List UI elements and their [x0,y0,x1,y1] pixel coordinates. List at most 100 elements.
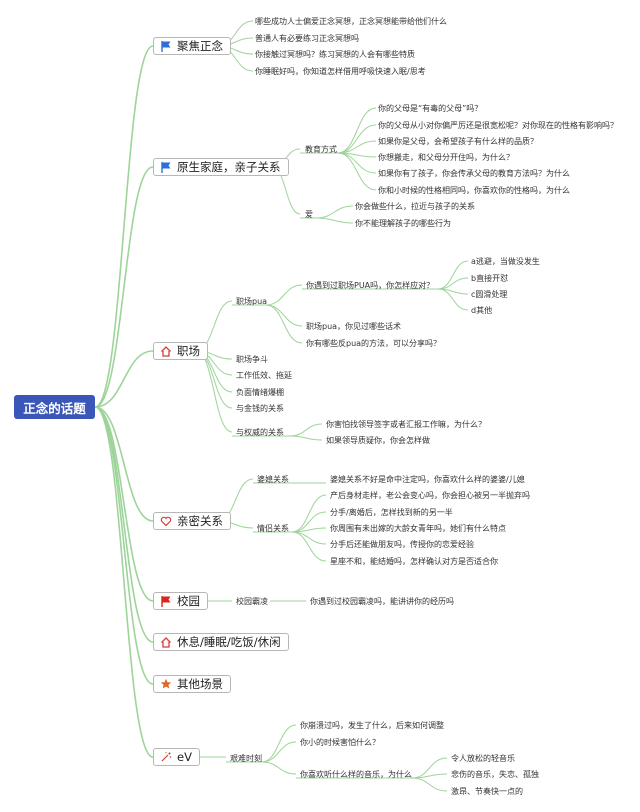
leaf-item[interactable]: 职场pua，你见过哪些话术 [306,322,402,331]
connector-line [94,406,154,602]
connector-line [94,406,154,643]
branch-label: 休息/睡眠/吃饭/休闲 [177,635,281,649]
leaf-item[interactable]: 你的父母是“有毒的父母”吗？ [378,104,483,113]
leaf-item[interactable]: 如果你是父母，会希望孩子有什么样的品质？ [378,137,538,146]
blue-flag-icon [159,39,173,53]
blue-flag-icon [159,160,173,174]
leaf-item[interactable]: 普通人有必要练习正念冥想吗 [255,34,359,43]
leaf-item[interactable]: 产后身材走样，老公会变心吗，你会担心被另一半抛弃吗 [330,491,530,500]
subtopic-couple[interactable]: 情侣关系 [257,524,289,533]
connector-line [94,350,154,408]
leaf-item[interactable]: 你害怕找领导签字或者汇报工作嘛，为什么？ [326,420,486,429]
option-item[interactable]: 悲伤的音乐，失恋、孤独 [451,770,539,779]
branch-label: 校园 [177,594,200,608]
leaf-item[interactable]: 分手/离婚后，怎样找到新的另一半 [330,508,453,517]
connector-line [437,260,469,290]
leaf-item[interactable]: 你想搬走，和父母分开住吗，为什么？ [378,153,514,162]
branch-ev[interactable]: eV [153,748,200,766]
branch-label: 职场 [177,344,200,358]
connector-line [289,435,323,441]
leaf-item[interactable]: 你遇到过校园霸凌吗，能讲讲你的经历吗 [310,597,454,606]
leaf-item[interactable]: 你睡眠好吗，你知道怎样借用呼吸快速入眠/思考 [255,67,426,76]
branch-label: 原生家庭，亲子关系 [177,160,281,174]
connector-line [411,777,448,792]
connector-line [437,277,469,290]
leaf-item[interactable]: 你接触过冥想吗？练习冥想的人会有哪些特质 [255,50,415,59]
subtopic-workplace-pua[interactable]: 职场pua [236,297,268,306]
sparkle-icon [159,750,173,764]
leaf-item[interactable]: 你不能理解孩子的哪些行为 [355,219,451,228]
connector-line [291,531,327,545]
option-item[interactable]: c圆滑处理 [471,290,508,299]
leaf-item[interactable]: 你小的时候害怕什么？ [300,738,380,747]
connector-line [265,304,303,344]
subtopic-in-laws[interactable]: 婆媳关系 [257,475,289,484]
leaf-item[interactable]: 星座不和，能结婚吗，怎样确认对方是否适合你 [330,557,498,566]
subtopic-hard-times[interactable]: 艰难时刻 [230,754,262,763]
branch-family-parenting[interactable]: 原生家庭，亲子关系 [153,158,289,176]
red-flag-icon [159,594,173,608]
connector-line [94,166,154,408]
leaf-item[interactable]: 你周围有未出嫁的大龄女青年吗，她们有什么特点 [330,524,506,533]
branch-other-scenes[interactable]: 其他场景 [153,675,231,693]
subtopic-bullying[interactable]: 校园霸凌 [236,597,268,606]
subtopic-item[interactable]: 负面情绪爆棚 [236,388,284,397]
branch-label: 其他场景 [177,677,223,691]
option-item[interactable]: d其他 [471,306,493,315]
branch-label: 聚焦正念 [177,39,223,53]
connector-line [437,288,469,311]
connector-line [94,45,154,408]
connector-line [261,761,297,775]
subtopic-item[interactable]: 职场争斗 [236,355,268,364]
leaf-item[interactable]: 你有哪些反pua的方法，可以分享吗？ [306,339,442,348]
leaf-item[interactable]: 你和小时候的性格相同吗，你喜欢你的性格吗，为什么 [378,186,570,195]
option-item[interactable]: 令人放松的轻音乐 [451,754,515,763]
branch-intimate-relations[interactable]: 亲密关系 [153,512,231,530]
leaf-item[interactable]: 如果领导质疑你，你会怎样做 [326,436,430,445]
connector-line [337,107,377,154]
subtopic-education[interactable]: 教育方式 [305,145,337,154]
connector-line [94,406,154,758]
connector-line [265,284,303,306]
subtopic-love[interactable]: 爱 [305,210,313,219]
connector-line [261,724,297,763]
connector-line [411,757,448,779]
option-item[interactable]: b直接开怼 [471,274,509,283]
leaf-item[interactable]: 你崩溃过吗，发生了什么，后来如何调整 [300,721,444,730]
leaf-item[interactable]: 婆媳关系不好是命中注定吗，你喜欢什么样的婆婆/儿媳 [330,475,525,484]
connector-line [291,527,327,533]
home-icon [159,635,173,649]
connector-line [315,217,354,224]
star-icon [159,677,173,691]
leaf-item[interactable]: 你的父母从小对你偏严厉还是很宽松呢？对你现在的性格有影响吗？ [378,121,618,130]
leaf-item[interactable]: 哪些成功人士偏爱正念冥想，正念冥想能带给他们什么 [255,17,447,26]
option-item[interactable]: 激昂、节奏快一点的 [451,787,523,796]
option-item[interactable]: a逃避，当做没发生 [471,257,540,266]
branch-campus[interactable]: 校园 [153,592,208,610]
branch-focus-mindfulness[interactable]: 聚焦正念 [153,37,231,55]
branch-label: 亲密关系 [177,514,223,528]
connector-line [337,152,377,191]
connector-line [315,205,354,219]
connector-line [291,531,327,562]
branch-rest-leisure[interactable]: 休息/睡眠/吃饭/休闲 [153,633,289,651]
connector-line [289,423,323,437]
leaf-question[interactable]: 你遇到过职场PUA吗，你怎样应对？ [306,281,435,290]
heart-icon [159,514,173,528]
connector-line [337,152,377,174]
connector-line [291,494,327,533]
leaf-item[interactable]: 分手后还能做朋友吗，传授你的恋爱经验 [330,540,474,549]
subtopic-authority[interactable]: 与权威的关系 [236,428,284,437]
branch-label: eV [177,750,192,764]
subtopic-item[interactable]: 与金钱的关系 [236,404,284,413]
connector-line [94,406,154,522]
connector-line [291,511,327,533]
branch-workplace[interactable]: 职场 [153,342,208,360]
connector-line [94,406,154,685]
leaf-item[interactable]: 你喜欢听什么样的音乐，为什么 [300,770,412,779]
leaf-item[interactable]: 如果你有了孩子，你会传承父母的教育方法吗？为什么 [378,169,570,178]
leaf-item[interactable]: 你会做些什么，拉近与孩子的关系 [355,202,475,211]
root-topic[interactable]: 正念的话题 [14,395,95,419]
subtopic-item[interactable]: 工作低效、拖延 [236,371,292,380]
home-icon [159,344,173,358]
